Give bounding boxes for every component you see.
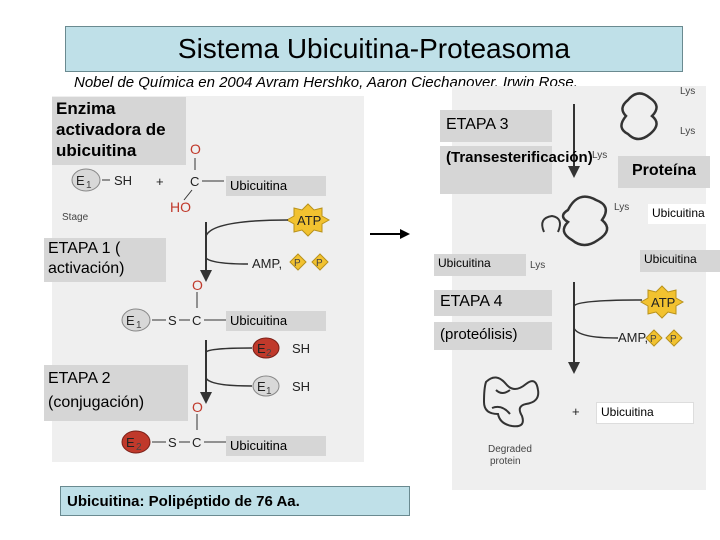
sh-label-3: SH <box>292 379 310 394</box>
e2-sub-2: 2 <box>136 442 142 453</box>
e1-label: E <box>76 173 85 188</box>
pi-label-4: P <box>670 334 677 345</box>
protein-blob-middle <box>561 195 609 247</box>
pi-diamond-1 <box>289 253 307 271</box>
hydroxyl-label: HO <box>170 199 191 215</box>
stage1-label-text: ETAPA 1 ( activación) <box>48 240 125 277</box>
amp-label-2: AMP, <box>618 330 648 345</box>
e2-enzyme-shape-2 <box>121 430 151 454</box>
amp-curve <box>205 257 249 265</box>
lys-label-4: Lys <box>614 202 629 213</box>
atp-curve-2 <box>573 299 643 307</box>
subtitle: Nobel de Química en 2004 Avram Hershko, … <box>74 74 578 91</box>
ubiquitin-label-a: Ubicuitina <box>648 204 720 224</box>
amp-label: AMP, <box>252 256 282 271</box>
arrow-head <box>568 362 580 374</box>
lys-label-5: Lys <box>530 260 545 271</box>
degraded-label-2: protein <box>490 456 521 467</box>
enzyme-label-box: Enzima activadora de ubicuitina <box>52 97 186 165</box>
e1-sub: 1 <box>86 180 92 191</box>
oxygen-2: O <box>192 277 203 293</box>
pi-diamond-4 <box>665 329 683 347</box>
e1-enzyme-shape-3 <box>252 375 280 397</box>
stage4-label-box: ETAPA 4 <box>434 290 552 316</box>
e2-label-1: E <box>257 341 266 356</box>
ubiquitin-label-c: Ubicuitina <box>640 250 720 272</box>
atp-starburst-2 <box>639 285 685 319</box>
e2-curve <box>205 347 253 353</box>
sh-label-2: SH <box>292 341 310 356</box>
bond-line <box>183 189 193 201</box>
protein-label-text: Proteína <box>631 162 696 179</box>
footer-text: Ubicuitina: Polipéptido de 76 Aa. <box>67 492 300 510</box>
lys-label-3: Lys <box>592 150 607 161</box>
stage3-label-text: ETAPA 3 <box>446 116 509 133</box>
main-flow-arrow <box>370 229 410 239</box>
ubiquitin-label-b: Ubicuitina <box>434 254 526 276</box>
e1-sub-3: 1 <box>266 386 272 397</box>
degraded-label-1: Degraded <box>488 444 532 455</box>
pi-diamond-2 <box>311 253 329 271</box>
ubiquitin-label-3: Ubicuitina <box>226 436 326 456</box>
stage4-sub-text: (proteólisis) <box>440 326 518 343</box>
sulfur-2: S <box>168 435 177 450</box>
plus-sign: + <box>156 174 164 189</box>
carbon-3: C <box>192 435 201 450</box>
stage4-sub-box: (proteólisis) <box>434 322 552 350</box>
stage2-title-text: ETAPA 2 <box>48 370 111 387</box>
lys-label-2: Lys <box>680 126 695 137</box>
stage4-title-text: ETAPA 4 <box>440 293 503 310</box>
arrow-head <box>568 166 580 178</box>
atp-label: ATP <box>297 213 321 228</box>
atp-starburst <box>285 203 331 237</box>
left-diagram: Stage E 1 SH + O C HO ATP AMP, P P E 1 S… <box>62 141 331 454</box>
pi-label-1: P <box>294 258 301 269</box>
protein-label-box: Proteína <box>618 156 710 188</box>
e1-return-curve <box>205 377 253 387</box>
stage3-sub-box: (Transesterificación) <box>440 146 593 194</box>
arrow-head <box>200 392 212 404</box>
protein-blob-top <box>620 92 658 141</box>
e2-sub-1: 2 <box>266 348 272 359</box>
e1-label-2: E <box>126 313 135 328</box>
pi-label-2: P <box>316 258 323 269</box>
stage2-sub-text: (conjugación) <box>48 394 145 411</box>
pi-label-3: P <box>650 334 657 345</box>
carbon-1: C <box>190 174 199 189</box>
stage1-label-box: ETAPA 1 ( activación) <box>44 238 166 282</box>
ubiquitin-chain <box>541 214 561 233</box>
e1-label-3: E <box>257 379 266 394</box>
page-title: Sistema Ubicuitina-Proteasoma <box>65 26 683 72</box>
ubiquitin-label-2: Ubicuitina <box>226 311 326 331</box>
sulfur-1: S <box>168 313 177 328</box>
stage3-label-box: ETAPA 3 <box>440 110 552 142</box>
degraded-protein-scribble <box>482 376 540 428</box>
e2-label-2: E <box>126 435 135 450</box>
e2-enzyme-shape-1 <box>252 337 280 359</box>
plus-sign-2: + <box>572 404 580 419</box>
atp-curve <box>205 219 289 237</box>
stage2-label-box: ETAPA 2 (conjugación) <box>44 365 188 421</box>
sh-label: SH <box>114 173 132 188</box>
e1-sub-2: 1 <box>136 320 142 331</box>
e1-enzyme-shape-2 <box>121 308 151 332</box>
carbon-2: C <box>192 313 201 328</box>
arrow-head <box>200 270 212 282</box>
stage3-sub-text: (Transesterificación) <box>446 149 593 166</box>
amp-curve-2 <box>573 327 619 339</box>
oxygen-1: O <box>190 141 201 157</box>
flow-arrow-head <box>400 229 410 239</box>
atp-label-2: ATP <box>651 295 675 310</box>
enzyme-label-text: Enzima activadora de ubicuitina <box>56 99 166 160</box>
e1-enzyme-shape <box>71 168 101 192</box>
pi-diamond-3 <box>645 329 663 347</box>
right-diagram: Lys Lys Lys Lys Lys ATP AMP, P P Degrade… <box>482 86 695 467</box>
lys-label-1: Lys <box>680 86 695 97</box>
ubiquitin-label-d: Ubicuitina <box>596 402 694 424</box>
footer-definition: Ubicuitina: Polipéptido de 76 Aa. <box>60 486 410 516</box>
page-title-text: Sistema Ubicuitina-Proteasoma <box>177 33 571 64</box>
oxygen-3: O <box>192 399 203 415</box>
partial-stage-text: Stage <box>62 212 89 223</box>
ubiquitin-label-1: Ubicuitina <box>226 176 326 196</box>
